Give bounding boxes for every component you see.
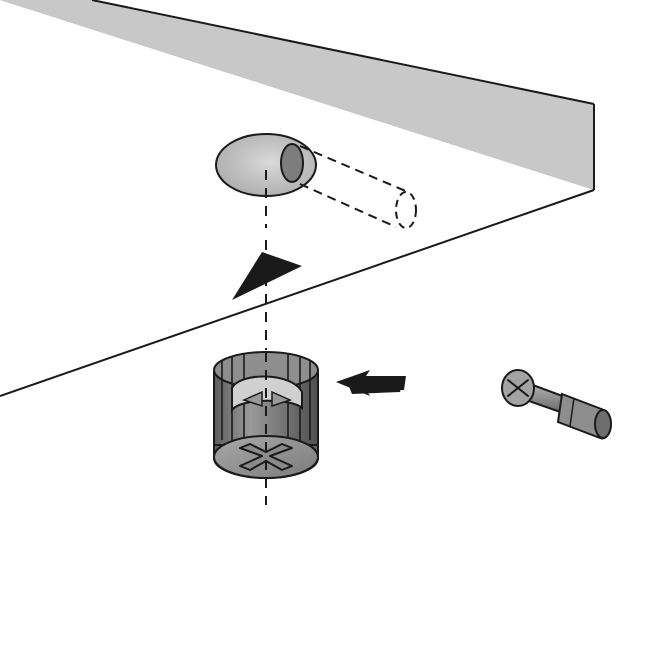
panel: [0, 0, 595, 397]
channel-dash-end: [395, 191, 417, 229]
bolt-insert-left-arrow-tail: [348, 378, 404, 394]
panel-front-edge-line: [0, 189, 595, 397]
bolt-head-cross-icon: [507, 379, 529, 397]
panel-top-edge-line: [91, 0, 595, 105]
bolt-sleeve-ring: [569, 397, 575, 427]
connecting-bolt: [501, 369, 612, 440]
drilled-hole: [215, 133, 417, 229]
channel-dash-top: [299, 145, 409, 193]
bolt-sleeve-end: [594, 409, 612, 439]
panel-edge-face-lower: [0, 0, 594, 190]
channel-dash-bottom: [299, 183, 397, 228]
bolt-channel-opening: [280, 143, 304, 183]
cam-slot-inner: [241, 390, 293, 408]
insert-up-arrow: [232, 252, 302, 300]
